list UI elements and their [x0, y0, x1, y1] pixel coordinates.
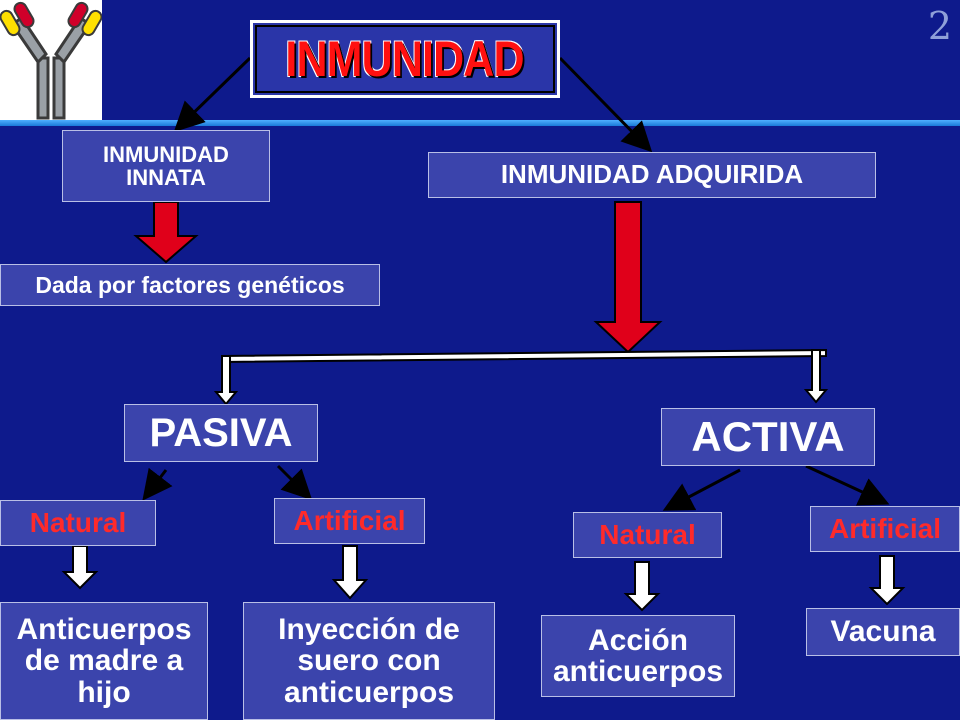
- top-divider: [0, 120, 960, 126]
- arrow-title-adquirida: [558, 56, 653, 153]
- activa-natural-desc: Acción anticuerpos: [552, 623, 724, 688]
- pasiva-artificial-desc: Inyección de suero con anticuerpos: [278, 612, 460, 709]
- arrow-title-innata: [173, 56, 252, 133]
- arrow-activa-natural: [662, 468, 741, 511]
- innata-desc: Dada por factores genéticos: [35, 271, 345, 298]
- pasiva-artificial-label: Artificial: [293, 505, 406, 537]
- activa-box: ACTIVA: [661, 408, 875, 466]
- red-arrow-innata: [133, 201, 199, 264]
- white-arrow-pasiva-natural: [61, 545, 99, 590]
- pasiva-label: PASIVA: [149, 411, 293, 455]
- activa-natural-box: Natural: [573, 512, 722, 558]
- pasiva-natural-desc-box: Anticuerpos de madre a hijo: [0, 602, 208, 720]
- innata-box: INMUNIDAD INNATA: [62, 130, 270, 202]
- arrow-pasiva-natural: [142, 467, 173, 501]
- arrow-activa-artificial: [805, 464, 890, 506]
- pasiva-natural-box: Natural: [0, 500, 156, 546]
- activa-artificial-desc: Vacuna: [830, 615, 936, 649]
- antibody-icon: [0, 0, 103, 120]
- activa-artificial-desc-box: Vacuna: [806, 608, 960, 656]
- main-title-box: INMUNIDAD: [250, 20, 560, 98]
- pasiva-natural-desc: Anticuerpos de madre a hijo: [16, 612, 192, 709]
- innata-label: INMUNIDAD INNATA: [103, 141, 229, 190]
- pasiva-natural-label: Natural: [29, 507, 127, 539]
- white-arrow-activa-artificial: [868, 555, 906, 606]
- red-arrow-adquirida: [593, 201, 663, 354]
- activa-label: ACTIVA: [691, 412, 845, 460]
- pasiva-artificial-box: Artificial: [274, 498, 425, 544]
- adquirida-box: INMUNIDAD ADQUIRIDA: [428, 152, 876, 198]
- arrow-pasiva-artificial: [276, 464, 313, 501]
- white-arrow-activa-natural: [623, 561, 661, 612]
- activa-natural-label: Natural: [599, 519, 696, 551]
- pasiva-artificial-desc-box: Inyección de suero con anticuerpos: [243, 602, 495, 720]
- activa-artificial-box: Artificial: [810, 506, 960, 552]
- adquirida-label: INMUNIDAD ADQUIRIDA: [500, 159, 804, 190]
- pasiva-box: PASIVA: [124, 404, 318, 462]
- innata-desc-box: Dada por factores genéticos: [0, 264, 380, 306]
- branch-bracket: [213, 348, 829, 406]
- slide-number: 2: [927, 4, 952, 48]
- activa-artificial-label: Artificial: [828, 513, 942, 545]
- white-arrow-pasiva-artificial: [331, 545, 369, 600]
- activa-natural-desc-box: Acción anticuerpos: [541, 615, 735, 697]
- main-title: INMUNIDAD: [285, 31, 525, 87]
